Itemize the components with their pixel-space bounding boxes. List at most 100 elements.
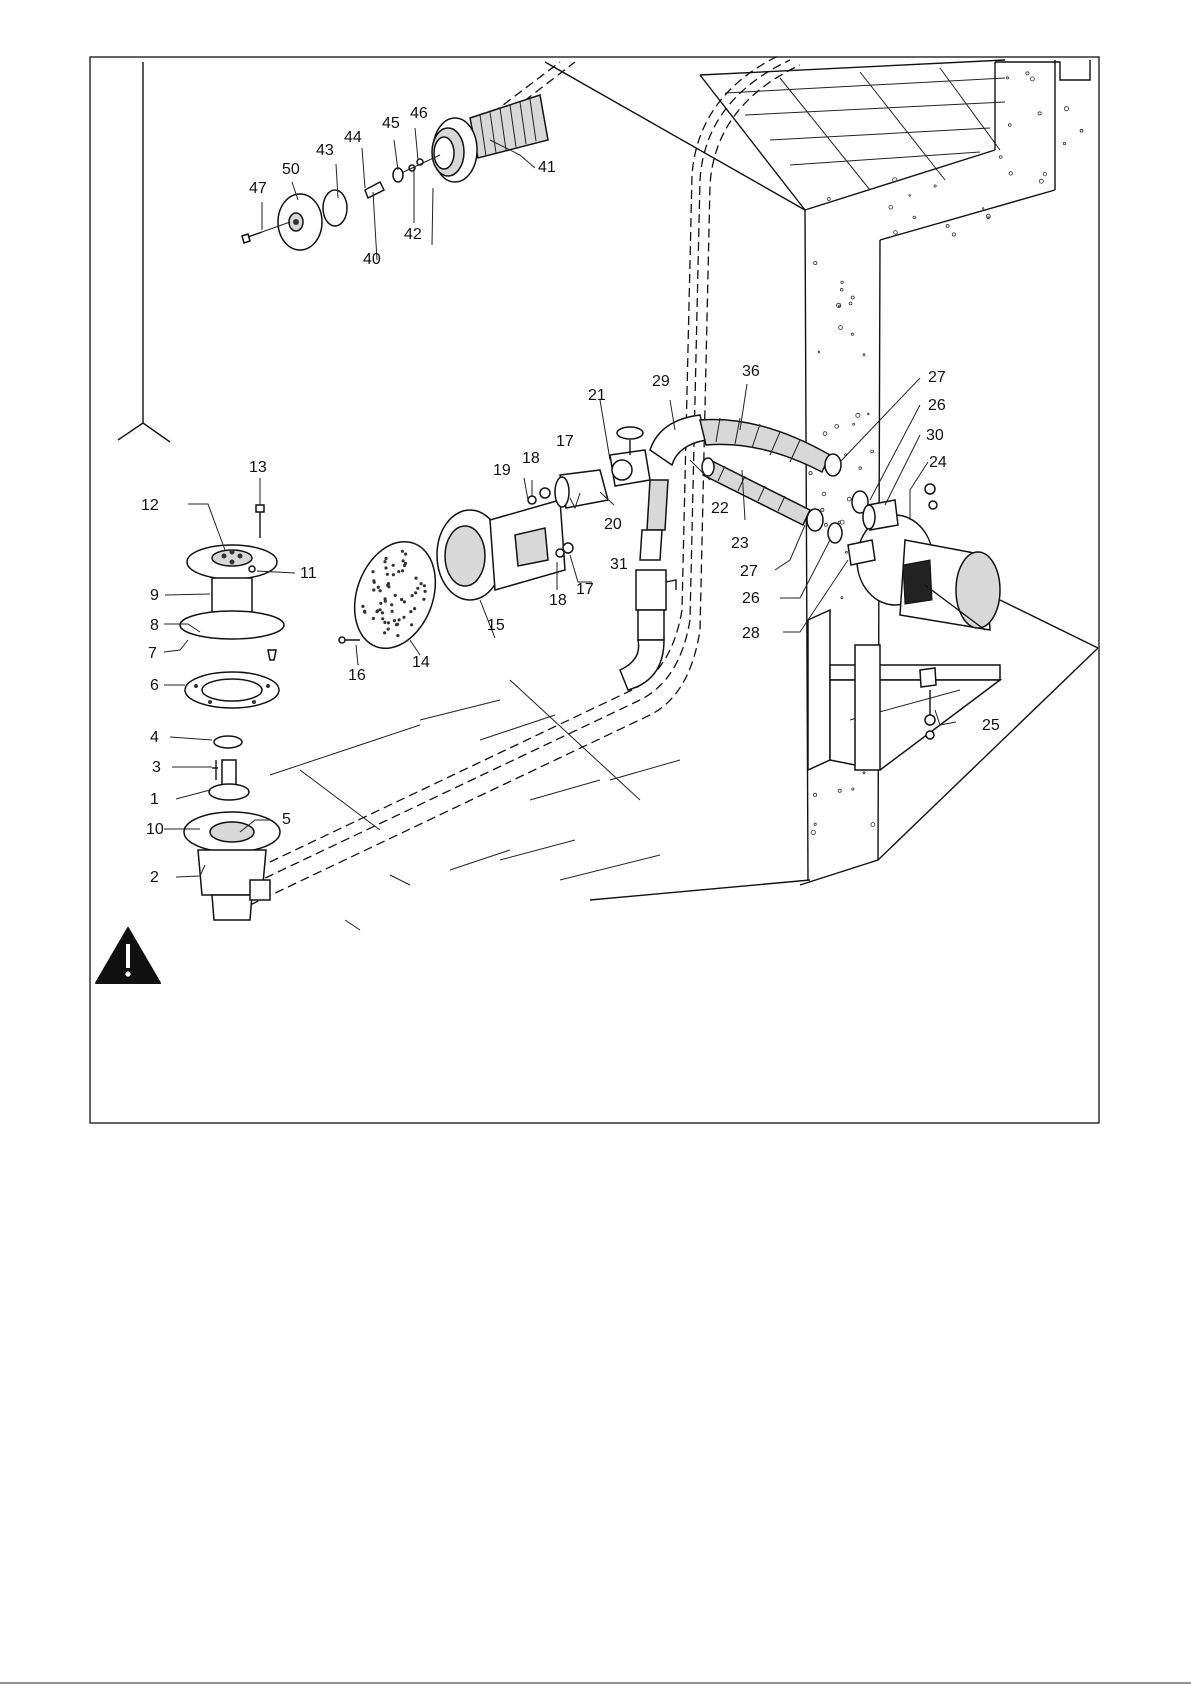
callout-27b: 27 (740, 563, 758, 580)
grille-hole (414, 591, 417, 594)
concrete-speck (827, 198, 830, 201)
concrete-speck (847, 497, 851, 501)
callout-27a: 27 (928, 369, 946, 386)
callout-41: 41 (538, 159, 556, 176)
concrete-speck (851, 296, 854, 299)
concrete-speck (1008, 124, 1011, 127)
callout-36: 36 (742, 363, 760, 380)
callout-29: 29 (652, 373, 670, 390)
grille-hole (383, 560, 386, 563)
callout-26b: 26 (742, 590, 760, 607)
grille-hole (422, 598, 425, 601)
callout-7: 7 (148, 645, 157, 662)
callout-28: 28 (742, 625, 760, 642)
callout-14: 14 (412, 654, 430, 671)
callout-19: 19 (493, 462, 511, 479)
concrete-speck (1039, 179, 1043, 183)
concrete-speck (809, 472, 812, 475)
callout-31: 31 (610, 556, 628, 573)
callout-17b: 17 (576, 581, 594, 598)
grille-hole (379, 602, 382, 605)
grille-hole (386, 584, 389, 587)
concrete-speck (946, 224, 949, 227)
grille-hole (393, 619, 396, 622)
callout-45: 45 (382, 115, 400, 132)
grille-hole (384, 557, 387, 560)
grille-hole (375, 610, 378, 613)
concrete-speck (982, 208, 984, 210)
callout-12: 12 (141, 497, 159, 514)
concrete-speck (814, 793, 817, 796)
grille-hole (384, 566, 387, 569)
concrete-speck (853, 423, 855, 425)
concrete-speck (823, 432, 827, 436)
concrete-speck (845, 551, 847, 553)
callout-18b: 18 (549, 592, 567, 609)
grille-hole (416, 587, 419, 590)
callout-42: 42 (404, 226, 422, 243)
grille-hole (377, 586, 380, 589)
concrete-speck (1038, 112, 1041, 115)
grille-hole (400, 598, 403, 601)
callout-15: 15 (487, 617, 505, 634)
concrete-speck (999, 156, 1002, 159)
concrete-speck (841, 597, 843, 599)
grille-hole (411, 594, 414, 597)
grille-hole (423, 584, 426, 587)
concrete-speck (856, 413, 860, 417)
concrete-speck (841, 281, 843, 283)
concrete-speck (863, 354, 865, 356)
concrete-speck (913, 216, 916, 219)
callout-3: 3 (152, 759, 161, 776)
grille-hole (392, 573, 395, 576)
callout-50: 50 (282, 161, 300, 178)
callout-40: 40 (363, 251, 381, 268)
grille-hole (371, 570, 374, 573)
grille-hole (396, 634, 399, 637)
grille-hole (391, 610, 394, 613)
concrete-speck (811, 830, 815, 834)
callout-11: 11 (300, 565, 317, 582)
concrete-speck (1080, 129, 1083, 132)
concrete-speck (814, 261, 817, 264)
concrete-speck (952, 233, 955, 236)
concrete-speck (818, 351, 820, 353)
concrete-speck (1063, 142, 1065, 144)
grille-hole (420, 582, 423, 585)
grille-hole (402, 559, 405, 562)
callout-2: 2 (150, 869, 159, 886)
grille-hole (373, 581, 376, 584)
callout-23: 23 (731, 535, 749, 552)
concrete-speck (821, 508, 824, 511)
concrete-speck (889, 206, 893, 210)
callout-26a: 26 (928, 397, 946, 414)
grille-hole (410, 623, 413, 626)
concrete-speck (909, 195, 911, 197)
grille-hole (384, 600, 387, 603)
grille-hole (363, 611, 366, 614)
grille-hole (409, 610, 412, 613)
grille-hole (404, 562, 407, 565)
concrete-speck (824, 523, 827, 526)
concrete-speck (868, 413, 870, 415)
grille-hole (372, 588, 375, 591)
concrete-speck (1026, 72, 1029, 75)
concrete-speck (934, 185, 936, 187)
concrete-speck (835, 425, 839, 429)
callout-16: 16 (348, 667, 366, 684)
concrete-speck (814, 823, 816, 825)
suction-assembly (339, 415, 868, 690)
grille-hole (396, 623, 399, 626)
callout-21: 21 (588, 387, 606, 404)
callout-9: 9 (150, 587, 159, 604)
concrete-speck (849, 302, 852, 305)
grille-hole (414, 577, 417, 580)
concrete-speck (894, 231, 898, 235)
grille-hole (383, 631, 386, 634)
callout-13: 13 (249, 459, 267, 476)
concrete-speck (838, 521, 840, 523)
callout-30: 30 (926, 427, 944, 444)
grille-hole (403, 600, 406, 603)
concrete-speck (840, 288, 843, 291)
